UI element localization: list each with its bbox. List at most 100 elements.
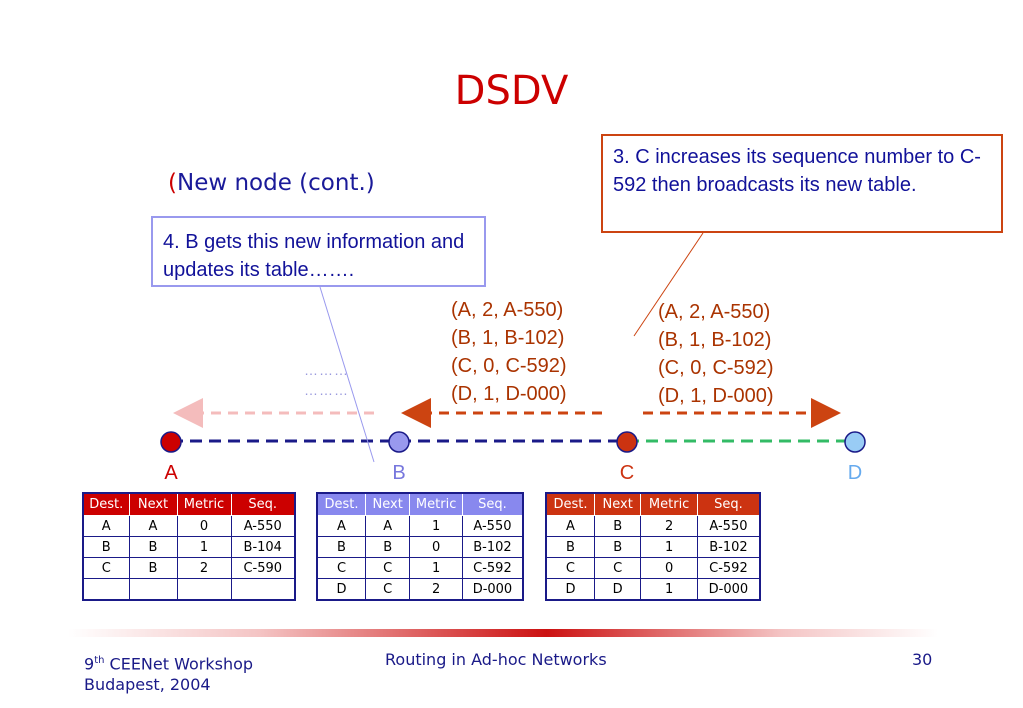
cell-dest: C [545, 557, 595, 579]
callout-b-pointer [319, 286, 375, 463]
header-metric: Metric [409, 492, 463, 516]
slide-title: DSDV [454, 68, 569, 114]
message-entry: (A, 2, A-550) [658, 301, 771, 323]
header-metric: Metric [176, 492, 232, 516]
cell-seq [230, 578, 296, 601]
cell-metric: 1 [176, 536, 232, 558]
cell-next: B [593, 515, 642, 537]
cell-metric: 2 [176, 557, 232, 579]
header-dest: Dest. [316, 492, 366, 516]
cell-dest: A [316, 515, 366, 537]
cell-metric: 1 [640, 536, 698, 558]
subtitle-paren: ( [168, 170, 177, 196]
cell-next: A [364, 515, 411, 537]
footer-divider [68, 629, 938, 637]
cell-metric: 1 [409, 515, 463, 537]
cell-metric: 0 [640, 557, 698, 579]
footer-event: 9th CEENet Workshop Budapest, 2004 [84, 650, 253, 695]
cell-seq: B-102 [461, 536, 524, 558]
table-row: D C 2 D-000 [316, 578, 524, 601]
ellipsis-dots: ……… [304, 382, 349, 398]
cell-metric: 1 [640, 578, 698, 601]
cell-seq: C-590 [230, 557, 296, 579]
footer-ordinal: 9 [84, 654, 95, 674]
header-next: Next [128, 492, 178, 516]
cell-dest: A [82, 515, 130, 537]
footer-event-line: 9th CEENet Workshop [84, 650, 253, 674]
table-row: C B 2 C-590 [82, 557, 296, 579]
routing-table-b: Dest. Next Metric Seq. A A 1 A-550 B B 0… [316, 492, 524, 601]
cell-dest: B [316, 536, 366, 558]
table-row [82, 578, 296, 601]
cell-metric: 1 [409, 557, 463, 579]
table-row: A B 2 A-550 [545, 515, 761, 537]
message-entry: (B, 1, B-102) [451, 327, 565, 349]
table-row: B B 1 B-104 [82, 536, 296, 558]
message-entry: (D, 1, D-000) [451, 383, 567, 405]
routing-table-c: Dest. Next Metric Seq. A B 2 A-550 B B 1… [545, 492, 761, 601]
cell-seq: D-000 [696, 578, 761, 601]
header-metric: Metric [640, 492, 698, 516]
table-row: C C 1 C-592 [316, 557, 524, 579]
header-next: Next [364, 492, 411, 516]
table-row: B B 0 B-102 [316, 536, 524, 558]
table-row: C C 0 C-592 [545, 557, 761, 579]
table-row: B B 1 B-102 [545, 536, 761, 558]
cell-dest: D [316, 578, 366, 601]
cell-metric: 2 [409, 578, 463, 601]
cell-dest: B [82, 536, 130, 558]
node-b [388, 431, 410, 453]
cell-seq: B-102 [696, 536, 761, 558]
slide-subtitle: (New node (cont.) [168, 170, 375, 196]
cell-seq: A-550 [461, 515, 524, 537]
cell-metric: 0 [176, 515, 232, 537]
node-a [160, 431, 182, 453]
callout-c-pointer [633, 232, 704, 337]
header-seq: Seq. [696, 492, 761, 516]
ellipsis-dots: ……… [304, 362, 349, 378]
cell-metric: 0 [409, 536, 463, 558]
cell-dest: C [82, 557, 130, 579]
cell-seq: C-592 [696, 557, 761, 579]
cell-seq: C-592 [461, 557, 524, 579]
cell-next: C [593, 557, 642, 579]
cell-dest: A [545, 515, 595, 537]
table-row: D D 1 D-000 [545, 578, 761, 601]
cell-next: B [128, 536, 178, 558]
header-seq: Seq. [230, 492, 296, 516]
cell-next: B [364, 536, 411, 558]
cell-next: B [593, 536, 642, 558]
cell-dest: B [545, 536, 595, 558]
cell-next [128, 578, 178, 601]
table-header-row: Dest. Next Metric Seq. [316, 492, 524, 516]
node-label-a: A [164, 462, 178, 484]
cell-next: C [364, 578, 411, 601]
cell-metric: 2 [640, 515, 698, 537]
callout-c-broadcast: 3. C increases its sequence number to C-… [601, 134, 1003, 233]
cell-seq: D-000 [461, 578, 524, 601]
broadcast-message-to-b: (A, 2, A-550) (B, 1, B-102) (C, 0, C-592… [451, 296, 567, 408]
cell-dest: C [316, 557, 366, 579]
header-next: Next [593, 492, 642, 516]
footer-event-name: CEENet Workshop [104, 654, 254, 674]
cell-next: C [364, 557, 411, 579]
table-header-row: Dest. Next Metric Seq. [82, 492, 296, 516]
node-c [616, 431, 638, 453]
message-entry: (C, 0, C-592) [658, 357, 774, 379]
cell-seq: A-550 [230, 515, 296, 537]
node-label-d: D [847, 462, 863, 484]
footer-place: Budapest, 2004 [84, 675, 211, 695]
cell-next: D [593, 578, 642, 601]
cell-seq: A-550 [696, 515, 761, 537]
table-row: A A 1 A-550 [316, 515, 524, 537]
header-seq: Seq. [461, 492, 524, 516]
message-entry: (D, 1, D-000) [658, 385, 774, 407]
header-dest: Dest. [545, 492, 595, 516]
cell-seq: B-104 [230, 536, 296, 558]
cell-dest: D [545, 578, 595, 601]
node-label-c: C [619, 462, 635, 484]
node-label-b: B [392, 462, 406, 484]
cell-next: A [128, 515, 178, 537]
subtitle-text: New node (cont.) [176, 170, 375, 196]
